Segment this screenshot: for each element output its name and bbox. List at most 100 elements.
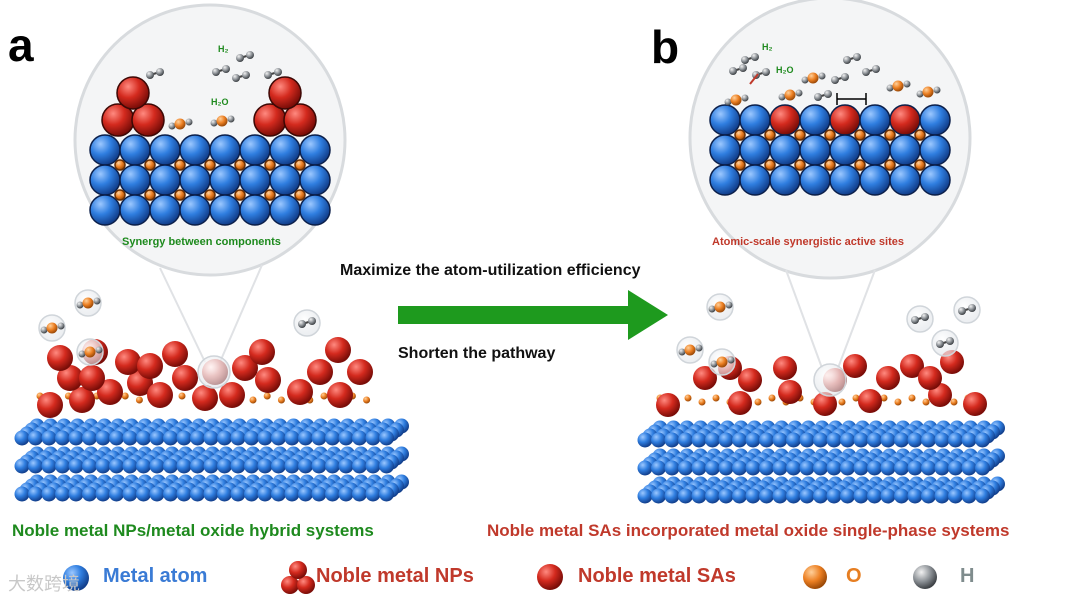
slab-b <box>637 350 1005 504</box>
legend-hydrogen: H <box>960 565 975 587</box>
slab-oxygen-atom <box>698 398 706 406</box>
slab-metal-atom <box>325 430 340 446</box>
inset-b-caption: Atomic-scale synergistic active sites <box>712 236 904 248</box>
metal-atom <box>799 134 831 166</box>
slab-metal-atom <box>637 432 653 448</box>
slab-metal-atom <box>894 488 909 504</box>
slab-metal-atom <box>691 460 707 476</box>
hydrogen-atom <box>841 73 849 81</box>
hydrogen-atom <box>727 356 735 364</box>
zoom-line-a-left <box>159 267 206 363</box>
metal-atom <box>919 134 951 166</box>
slab-metal-atom <box>163 430 178 446</box>
oxygen-atom <box>174 159 186 171</box>
slab-metal-atom <box>732 460 747 476</box>
hydrogen-atom <box>708 305 716 313</box>
slab-metal-atom <box>109 430 124 446</box>
hydrogen-atom <box>739 64 747 72</box>
metal-atom <box>179 134 211 166</box>
oxygen-atom <box>730 94 742 106</box>
metal-atom <box>209 164 241 196</box>
slab-metal-atom <box>338 430 354 446</box>
slab-metal-atom <box>257 486 273 502</box>
hydrogen-atom <box>751 53 759 61</box>
slab-metal-atom <box>257 458 273 474</box>
slab-metal-atom <box>55 458 70 474</box>
slab-metal-atom <box>961 488 977 504</box>
oxygen-atom <box>794 159 806 171</box>
oxygen-atom <box>824 159 836 171</box>
slab-oxygen-atom <box>852 394 860 402</box>
molecules <box>38 289 981 376</box>
oxygen-atom <box>914 129 926 141</box>
slab-metal-atom <box>921 460 936 476</box>
slab-noble-nanoparticle <box>325 337 351 363</box>
metal-atom <box>739 104 771 136</box>
slab-metal-atom <box>948 460 963 476</box>
slab-metal-atom <box>217 486 232 502</box>
hydrogen-atom <box>795 89 803 97</box>
legend-icons <box>63 561 937 594</box>
metal-atom <box>179 194 211 226</box>
hydrogen-atom <box>156 68 164 76</box>
metal-atom <box>889 134 921 166</box>
noble-single-atom <box>829 104 861 136</box>
slab-metal-atom <box>745 488 761 504</box>
hydrogen-atom <box>778 93 786 101</box>
metal-atom <box>239 134 271 166</box>
slab-metal-atom <box>759 460 774 476</box>
legend-noble-nps-icon <box>297 576 315 594</box>
slab-noble-single-atom <box>918 366 942 390</box>
slab-metal-atom <box>271 430 286 446</box>
hydrogen-atom <box>724 98 732 106</box>
slab-metal-atom <box>651 488 666 504</box>
slab-metal-atom <box>907 488 923 504</box>
hydrogen-atom <box>232 74 240 82</box>
slab-metal-atom <box>244 430 259 446</box>
slab-metal-atom <box>678 432 693 448</box>
hydrogen-atom <box>946 337 954 345</box>
slab-metal-atom <box>28 486 43 502</box>
slab-metal-atom <box>961 460 977 476</box>
hydrogen-atom <box>222 65 230 73</box>
oxygen-atom <box>734 159 746 171</box>
noble-nanoparticle-atom <box>131 103 165 137</box>
slab-oxygen-atom <box>894 398 902 406</box>
hydrogen-atom <box>146 71 154 79</box>
slab-noble-single-atom <box>876 366 900 390</box>
slab-metal-atom <box>799 460 815 476</box>
metal-atom <box>209 194 241 226</box>
slab-noble-single-atom <box>778 380 802 404</box>
slab-metal-atom <box>678 460 693 476</box>
slab-metal-atom <box>651 460 666 476</box>
metal-atom <box>709 134 741 166</box>
slab-metal-atom <box>176 486 192 502</box>
slab-metal-atom <box>82 430 97 446</box>
slab-oxygen-atom <box>135 396 143 404</box>
process-arrow-head <box>628 290 668 340</box>
slab-metal-atom <box>325 458 340 474</box>
hydrogen-atom <box>695 344 703 352</box>
oxygen-atom <box>884 159 896 171</box>
hydrogen-atom <box>78 350 86 358</box>
hydrogen-atom <box>831 76 839 84</box>
hydrogen-atom <box>95 346 103 354</box>
arrow-bottom-text: Shorten the pathway <box>398 345 556 362</box>
oxygen-atom <box>794 129 806 141</box>
oxygen-atom <box>234 159 246 171</box>
slab-noble-nanoparticle <box>137 353 163 379</box>
slab-metal-atom <box>745 432 761 448</box>
slab-metal-atom <box>149 486 165 502</box>
slab-metal-atom <box>298 430 313 446</box>
slab-metal-atom <box>284 430 300 446</box>
zoom-line-a-right <box>219 264 263 363</box>
hydrogen-atom <box>933 86 941 94</box>
zoom-line-b-right <box>837 269 876 369</box>
slab-metal-atom <box>271 486 286 502</box>
inset-a-caption: Synergy between components <box>122 236 281 248</box>
slab-metal-atom <box>136 430 151 446</box>
slab-metal-atom <box>718 488 734 504</box>
slab-oxygen-atom <box>922 398 930 406</box>
legend-oxygen-icon <box>803 565 827 589</box>
hydrogen-atom <box>274 68 282 76</box>
